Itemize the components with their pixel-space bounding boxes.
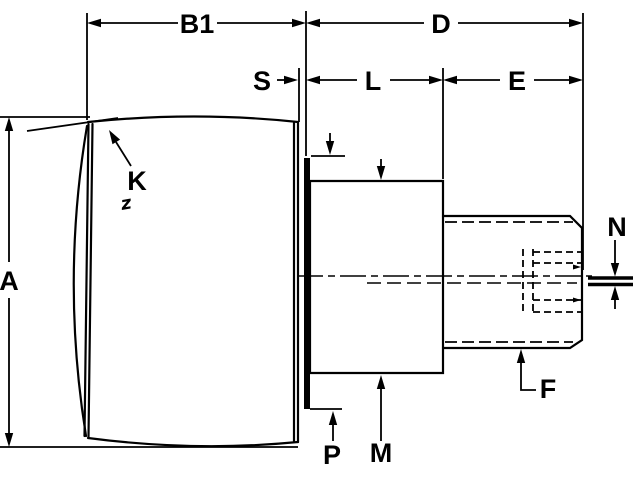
dim-label-b1: B1 (180, 9, 215, 39)
arrowhead-icon (569, 75, 583, 85)
dim-l: L (306, 66, 443, 96)
dim-label-l: L (365, 66, 382, 96)
dim-label-e: E (508, 66, 526, 96)
dim-f: F (516, 349, 557, 404)
arrowhead-icon (292, 18, 306, 28)
end-plate (304, 155, 345, 410)
dim-label-d: D (431, 9, 451, 39)
dim-label-s: S (253, 66, 271, 96)
dim-k: K z (26, 117, 147, 215)
arrowhead-icon (610, 263, 620, 277)
roller-crown-arc (72, 124, 89, 438)
dim-s: S (253, 66, 298, 96)
roller-bottom-edge (86, 436, 300, 448)
arrowhead-icon (306, 75, 320, 85)
dim-label-k: K (127, 166, 147, 196)
arrowhead-icon (284, 75, 298, 85)
dim-m: M (370, 159, 393, 468)
dim-b1: B1 (87, 9, 306, 39)
dim-e: E (443, 66, 583, 96)
dim-label-m: M (370, 438, 393, 468)
arrowhead-icon (376, 375, 386, 389)
dim-label-k-subscript: z (118, 192, 133, 215)
centerlines (297, 275, 592, 284)
dim-leader-f (520, 361, 536, 391)
arrowhead-icon (516, 349, 526, 363)
arrowhead-icon (610, 286, 620, 300)
arrowhead-icon (569, 18, 583, 28)
dim-n: N (588, 212, 633, 309)
arrowhead-icon (4, 117, 14, 131)
arrowhead-icon (109, 130, 121, 145)
hex-socket-hidden (522, 249, 581, 315)
arrowhead-icon (325, 141, 335, 155)
crown-tangent-line (26, 117, 119, 132)
dim-label-n: N (607, 212, 627, 242)
arrowhead-icon (306, 18, 320, 28)
flange-outline (308, 179, 445, 375)
end-plate-edge (304, 158, 310, 409)
extension-lines (0, 11, 584, 448)
stud-flange (308, 179, 445, 375)
roller-left-face-line2 (87, 122, 94, 439)
arrowhead-icon (4, 433, 14, 447)
socket-mini-arrow-icon (573, 264, 581, 270)
stud-outline (441, 214, 584, 350)
dim-p: P (323, 133, 341, 470)
dim-label-f: F (540, 374, 557, 404)
socket-mini-arrow-icon (573, 297, 581, 303)
threaded-stud (441, 214, 584, 350)
arrowhead-icon (443, 75, 457, 85)
dim-d: D (306, 9, 583, 39)
arrowhead-icon (328, 411, 338, 425)
arrowhead-icon (376, 166, 386, 180)
dim-label-a: A (0, 266, 19, 296)
dim-a: A (0, 117, 19, 447)
arrowhead-icon (87, 18, 101, 28)
dim-leader-k (115, 141, 132, 167)
roller-outer-ring (72, 115, 300, 448)
roller-left-face-line1 (83, 122, 90, 438)
arrowhead-icon (429, 75, 443, 85)
roller-top-edge (86, 115, 300, 124)
dim-label-p: P (323, 440, 341, 470)
